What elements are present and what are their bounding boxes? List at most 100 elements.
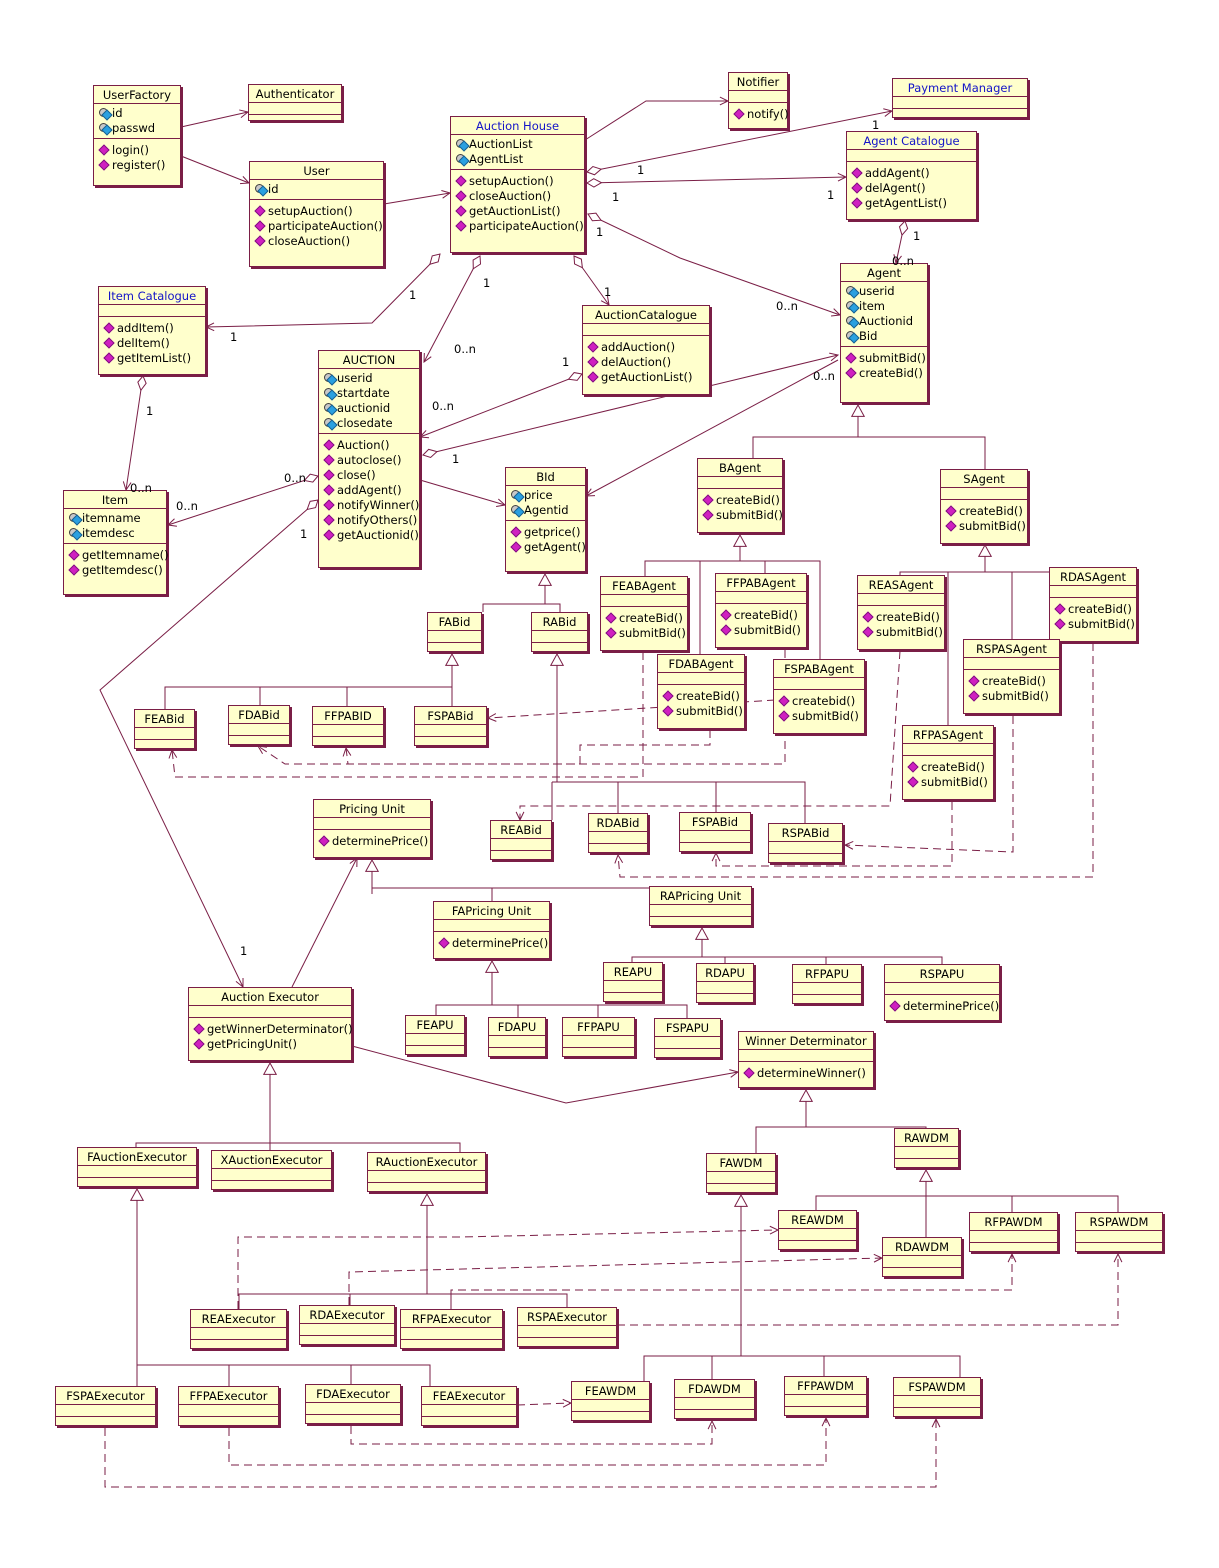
operation-icon [587,357,601,367]
class-feapu[interactable]: FEAPU [405,1015,465,1055]
class-rspaexecutor[interactable]: RSPAExecutor [517,1307,617,1347]
attribute-compartment [572,1400,649,1412]
class-rdaexecutor[interactable]: RDAExecutor [299,1305,395,1345]
class-fspawdm[interactable]: FSPAWDM [893,1377,981,1417]
generalization-triangle [850,403,866,417]
attribute-compartment [658,673,744,685]
attribute-label: auctionid [337,401,391,415]
class-name: FFPAPU [563,1018,634,1036]
class-rspabid[interactable]: RSPABid [768,823,843,863]
class-reapu[interactable]: REAPU [603,962,663,1002]
class-ffpawdm[interactable]: FFPAWDM [784,1376,867,1416]
operation-row: addItem() [103,321,202,336]
class-fspabid2[interactable]: FSPABid [679,812,751,852]
class-authenticator[interactable]: Authenticator [248,84,342,121]
attribute-compartment [941,488,1027,500]
class-ffpaexecutor[interactable]: FFPAExecutor [178,1386,279,1426]
class-fdaexecutor[interactable]: FDAExecutor [305,1384,401,1424]
class-rdabid[interactable]: RDABid [588,813,648,853]
class-fabid[interactable]: FABid [427,612,482,652]
operation-row: addAgent() [323,483,416,498]
class-rapricingunit[interactable]: RAPricing Unit [649,886,752,926]
attribute-compartment [99,305,205,317]
class-rabid[interactable]: RABid [531,612,588,652]
class-name: REAPU [604,963,662,981]
class-rfpaexecutor[interactable]: RFPAExecutor [400,1309,503,1349]
operation-label: notify() [747,107,789,121]
association-line [180,155,250,184]
class-fauctionexecutor[interactable]: FAuctionExecutor [77,1147,197,1187]
operation-row: createBid() [662,689,741,704]
class-name: FFPABID [313,707,383,725]
class-reawdm[interactable]: REAWDM [778,1210,857,1250]
class-fawdm[interactable]: FAWDM [706,1153,776,1193]
class-rauctionexecutor[interactable]: RAuctionExecutor [367,1152,486,1192]
class-name: RSPASAgent [964,640,1059,658]
class-rspawdm[interactable]: RSPAWDM [1075,1212,1163,1252]
class-rdawdm[interactable]: RDAWDM [882,1237,962,1277]
class-reaexecutor[interactable]: REAExecutor [190,1309,287,1349]
operation-label: submitBid() [734,623,801,637]
class-ffpapu[interactable]: FFPAPU [562,1017,635,1057]
operation-compartment [572,1412,649,1423]
class-rfpapu[interactable]: RFPAPU [792,964,862,1004]
class-name: FEAWDM [572,1382,649,1400]
operation-row: determinePrice() [889,999,999,1014]
class-fdapu[interactable]: FDAPU [488,1017,546,1057]
operation-row: Auction() [323,438,416,453]
class-feabid[interactable]: FEABid [134,709,195,749]
class-rawdm[interactable]: RAWDM [894,1128,959,1168]
association-line [644,560,766,576]
arrow-head [1113,1252,1123,1263]
operation-icon [907,777,921,787]
operation-icon [720,625,734,635]
class-fdawdm[interactable]: FDAWDM [674,1379,755,1419]
attribute-compartment [589,832,647,844]
class-fspaexecutor[interactable]: FSPAExecutor [55,1386,156,1426]
class-fspabid[interactable]: FSPABid [414,706,487,746]
operation-icon [605,613,619,623]
class-rdapu[interactable]: RDAPU [696,963,754,1003]
class-feaexecutor[interactable]: FEAExecutor [421,1386,517,1426]
association-line [631,956,943,964]
dependency-line [237,1229,779,1309]
generalization-triangle [733,1193,749,1207]
multiplicity-label: 0..n [776,299,798,313]
class-ffpabid[interactable]: FFPABID [312,706,384,746]
class-feawdm[interactable]: FEAWDM [571,1381,650,1421]
class-paymentmanager[interactable]: Payment Manager [892,78,1028,118]
class-xauctionexecutor[interactable]: XAuctionExecutor [211,1150,332,1190]
operation-icon [662,706,676,716]
class-fdabid[interactable]: FDABid [228,705,290,745]
class-fspapu[interactable]: FSPAPU [654,1018,721,1058]
operation-compartment [406,1046,464,1057]
class-rfpawdm[interactable]: RFPAWDM [969,1212,1058,1252]
class-reabid[interactable]: REABid [490,820,552,860]
